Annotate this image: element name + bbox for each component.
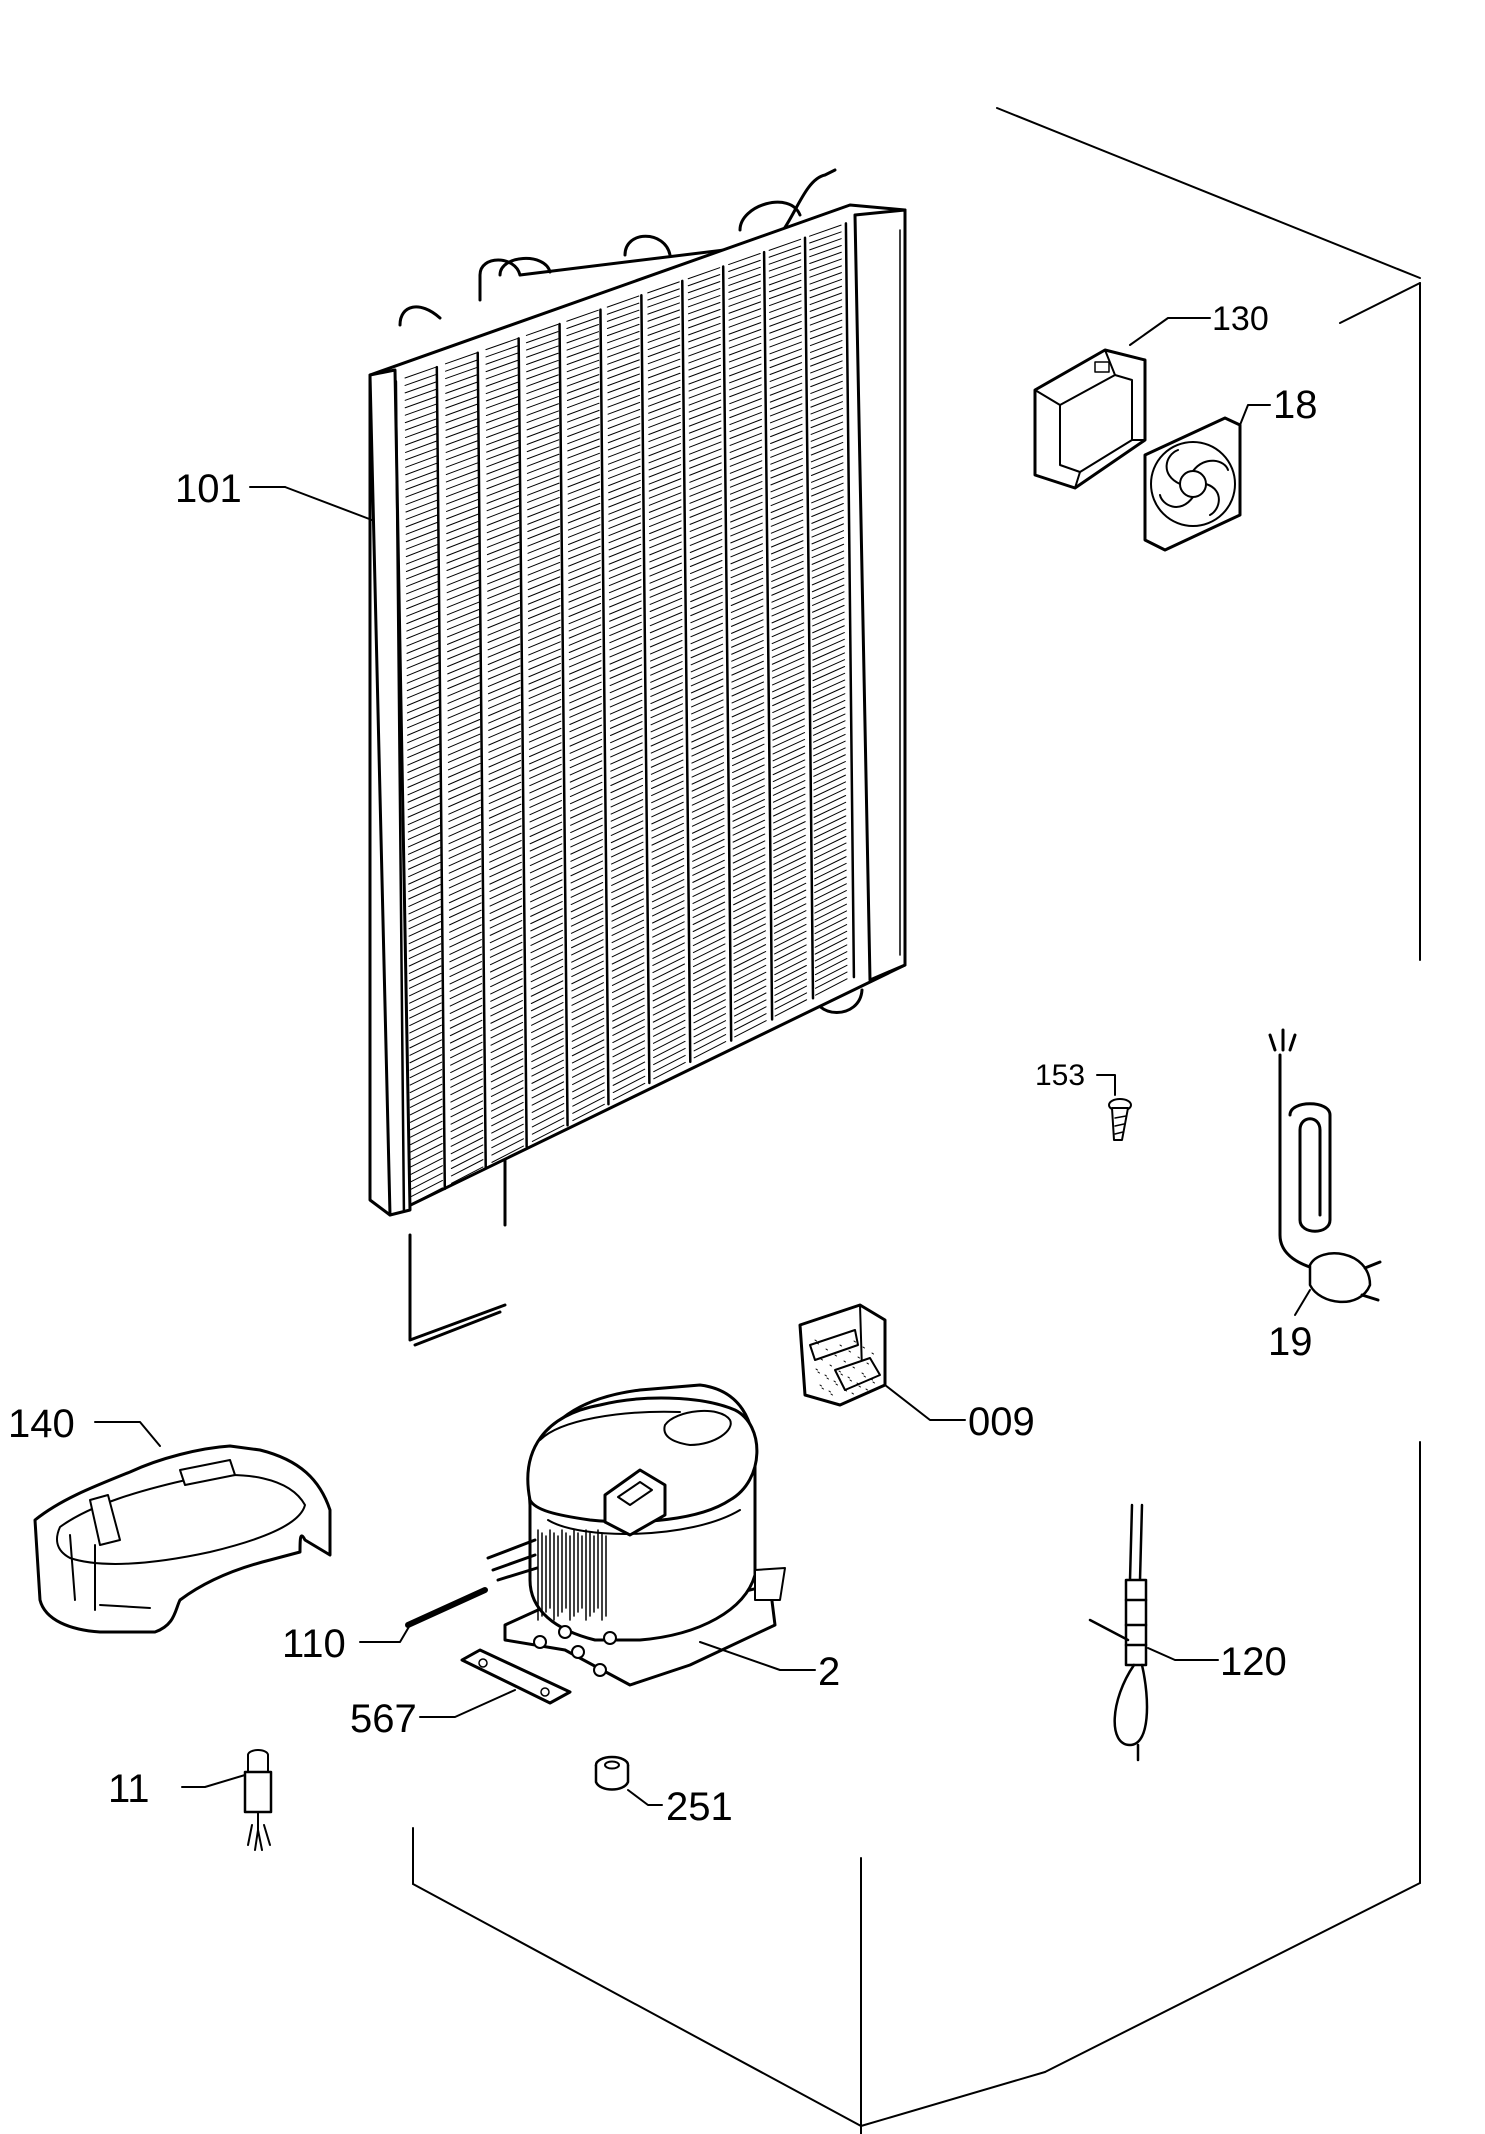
cabinet-outline [412,107,1421,2134]
drier-part [243,1749,273,1851]
callout-140: 140 [8,1402,75,1446]
fan-shroud-part [1033,348,1147,490]
callout-567: 567 [350,1697,417,1741]
callout-009: 009 [968,1400,1035,1444]
callout-18: 18 [1273,383,1318,427]
callout-153: 153 [1035,1059,1085,1092]
callout-labels: 101 130 18 153 19 009 140 110 2 567 11 2… [8,300,1318,1829]
callout-120: 120 [1220,1640,1287,1684]
leader-lines [94,317,1311,1806]
callout-19: 19 [1268,1320,1313,1364]
power-cord-part [1268,1028,1382,1304]
callout-251: 251 [666,1785,733,1829]
fan-part [1143,416,1242,552]
bracket-part [460,1648,572,1705]
condenser-part [368,168,907,1347]
relay-part [798,1303,887,1407]
screw-part [1108,1098,1132,1141]
sensor-part [1088,1503,1149,1762]
grommet-part [594,1755,630,1791]
callout-11: 11 [108,1767,150,1811]
callout-130: 130 [1212,300,1269,338]
tray-part [33,1444,332,1634]
callout-110: 110 [282,1622,346,1666]
callout-2: 2 [818,1650,840,1694]
tube-part [405,1587,488,1628]
compressor-part [486,1383,786,1687]
callout-101: 101 [175,467,242,511]
